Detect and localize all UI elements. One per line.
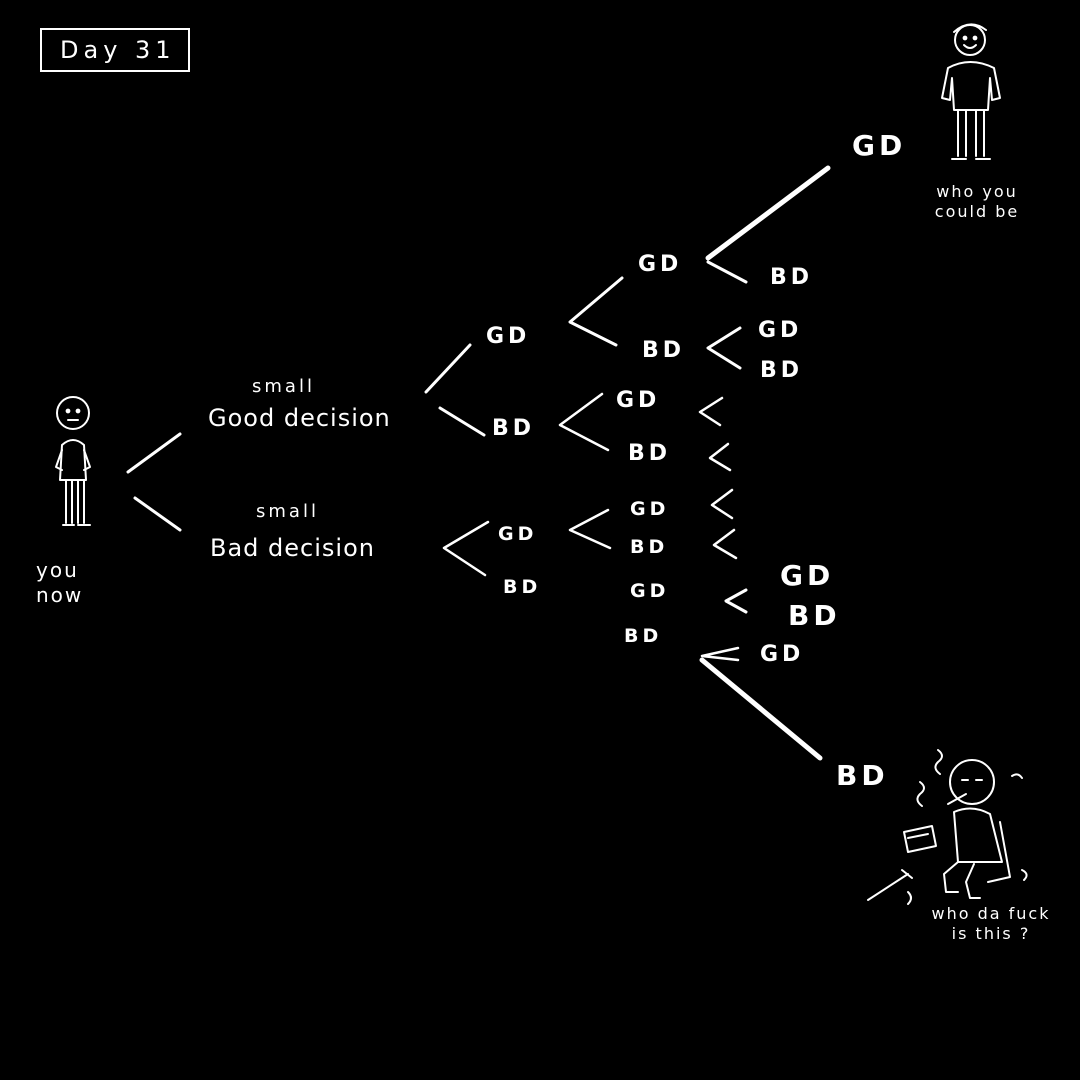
bad-decision-small: small (256, 501, 319, 522)
node-l4-bd-3: BD (788, 599, 841, 632)
branch-root-good (126, 432, 182, 474)
node-l3-gd-1: GD (638, 252, 683, 277)
node-l2-gd: GD (486, 324, 531, 349)
node-l4-bd-2: BD (760, 358, 804, 383)
node-l3-bd-1: BD (642, 338, 686, 363)
branch-gd-bd (706, 260, 748, 284)
node-l4-gd-3: GD (760, 642, 805, 667)
branch-root-bad (133, 496, 182, 532)
branch-bd-split-2 (706, 326, 742, 370)
node-l2-gd-2: GD (498, 523, 538, 545)
node-top-gd: GD (852, 129, 907, 162)
bad-decision-label: Bad decision (210, 534, 375, 562)
node-l2-bd-2: BD (503, 576, 542, 598)
node-l3-bd-3: BD (630, 536, 669, 558)
node-l3-gd-4: GD (630, 580, 670, 602)
node-l4-gd-1: GD (758, 318, 803, 343)
branch-bad-split (442, 520, 490, 577)
lost-self-figure (862, 742, 1042, 916)
branch-good-bd (438, 406, 486, 437)
node-l4-gd-2: GD (780, 559, 835, 592)
future-self-figure (932, 18, 1022, 172)
good-decision-small: small (252, 376, 315, 397)
node-l3-gd-3: GD (630, 498, 670, 520)
chevron-6 (700, 646, 740, 662)
branch-to-bottom-figure (699, 657, 823, 761)
chevron-2 (708, 442, 732, 472)
node-l4-bd-1: BD (770, 265, 814, 290)
branch-gd-split (568, 276, 624, 347)
node-l3-gd-2: GD (616, 388, 661, 413)
day-title: Day 31 (60, 36, 176, 64)
good-decision-label: Good decision (208, 404, 391, 432)
you-now-label: you now (36, 558, 84, 607)
node-l2-bd: BD (492, 416, 536, 441)
chevron-4 (712, 528, 738, 560)
caption-top: who you could be (934, 182, 1020, 221)
day-title-box: Day 31 (40, 28, 190, 72)
node-l3-bd-2: BD (628, 441, 672, 466)
node-bottom-bd: BD (836, 759, 889, 792)
branch-to-top-figure (705, 165, 831, 261)
chevron-3 (710, 488, 734, 520)
branch-gp-split (568, 508, 612, 550)
branch-bd-split (558, 392, 610, 452)
you-now-figure (48, 395, 108, 539)
node-l3-bd-4: BD (624, 625, 663, 647)
caption-bottom: who da fuck is this ? (931, 904, 1051, 943)
branch-good-gd (424, 343, 472, 394)
chevron-5 (724, 588, 748, 614)
chevron-1 (698, 396, 724, 427)
